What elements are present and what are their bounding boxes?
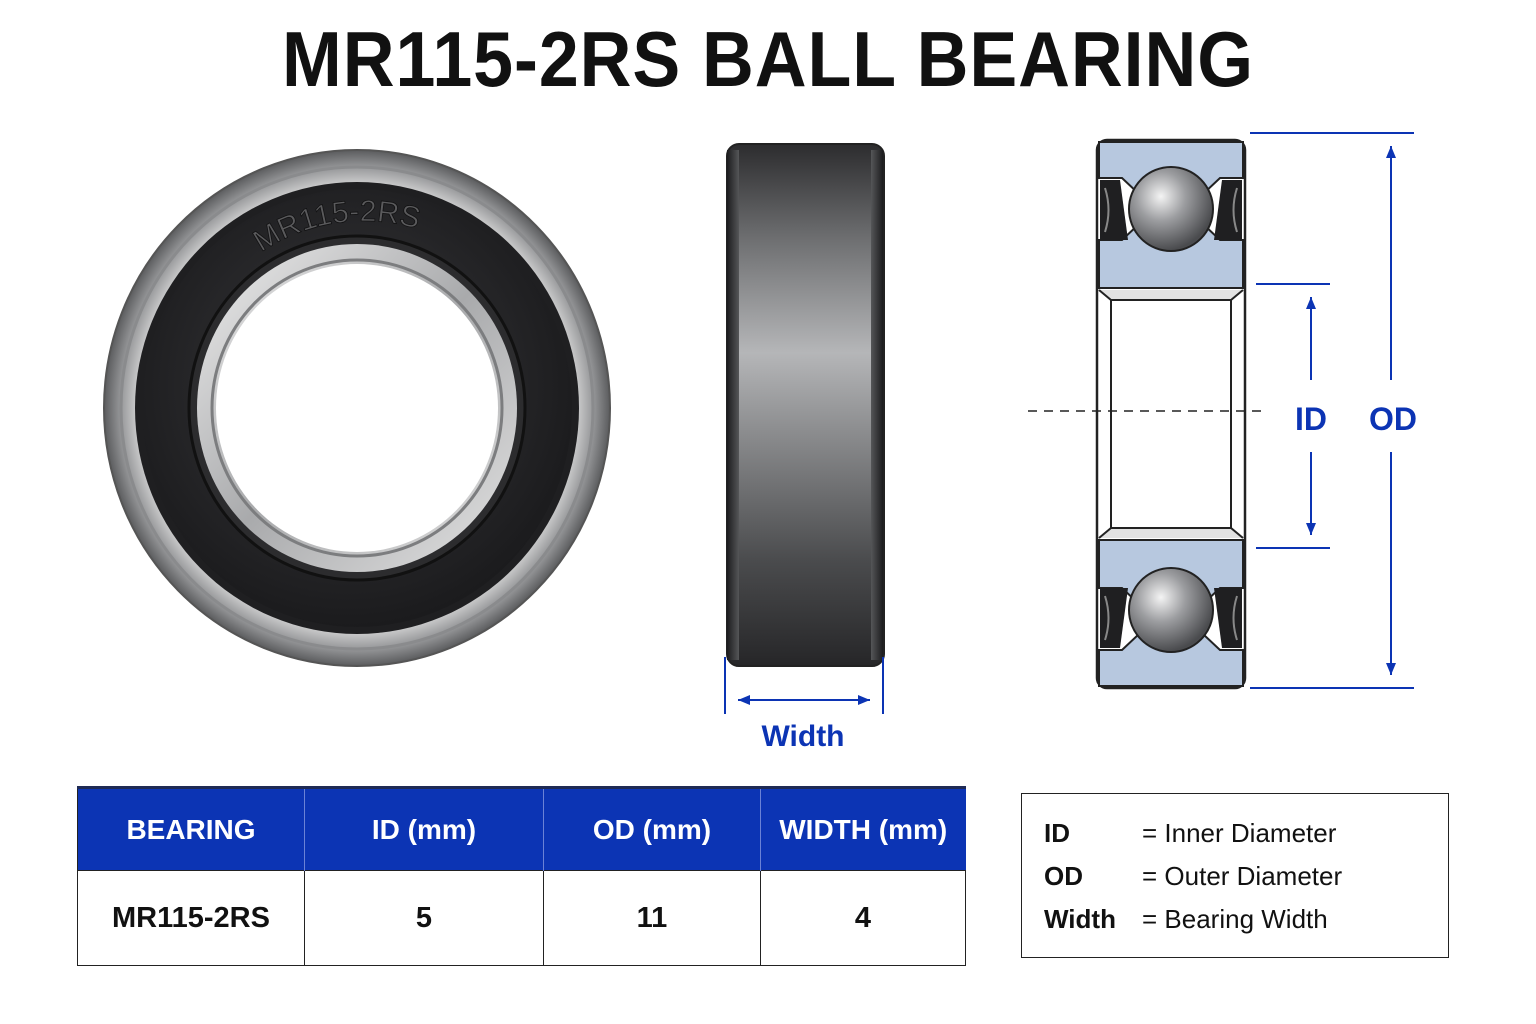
page-title: MR115-2RS BALL BEARING	[282, 15, 1254, 103]
legend-value: = Outer Diameter	[1142, 861, 1343, 891]
cross-section	[1028, 138, 1268, 690]
legend-value: = Bearing Width	[1142, 904, 1328, 934]
od-label: OD	[1369, 401, 1417, 437]
cell-od: 11	[543, 870, 761, 966]
cell-bearing: MR115-2RS	[77, 870, 305, 966]
cell-id: 5	[304, 870, 544, 966]
header-width: WIDTH (mm)	[760, 786, 966, 871]
legend-row-id: ID = Inner Diameter	[1044, 818, 1448, 861]
table-header-row: BEARING ID (mm) OD (mm) WIDTH (mm)	[77, 786, 966, 871]
header-od: OD (mm)	[543, 786, 761, 871]
legend-key: ID	[1044, 818, 1070, 848]
spec-table: BEARING ID (mm) OD (mm) WIDTH (mm) MR115…	[77, 786, 966, 966]
header-bearing: BEARING	[77, 786, 305, 871]
width-label: Width	[761, 720, 844, 753]
legend-value: = Inner Diameter	[1142, 818, 1337, 848]
legend-key: Width	[1044, 904, 1116, 934]
table-row: MR115-2RS 5 11 4	[77, 870, 966, 966]
od-dimension	[1250, 132, 1414, 689]
legend-box: ID = Inner Diameter OD = Outer Diameter …	[1021, 793, 1449, 958]
cell-width: 4	[760, 870, 966, 966]
front-view-bearing: MR115-2RS	[103, 149, 611, 667]
id-label: ID	[1295, 401, 1327, 437]
width-dimension	[724, 657, 884, 714]
side-view-bearing	[726, 143, 885, 667]
legend-row-width: Width = Bearing Width	[1044, 904, 1448, 947]
header-id: ID (mm)	[304, 786, 544, 871]
legend-key: OD	[1044, 861, 1083, 891]
id-dimension	[1256, 283, 1330, 549]
legend-row-od: OD = Outer Diameter	[1044, 861, 1448, 904]
